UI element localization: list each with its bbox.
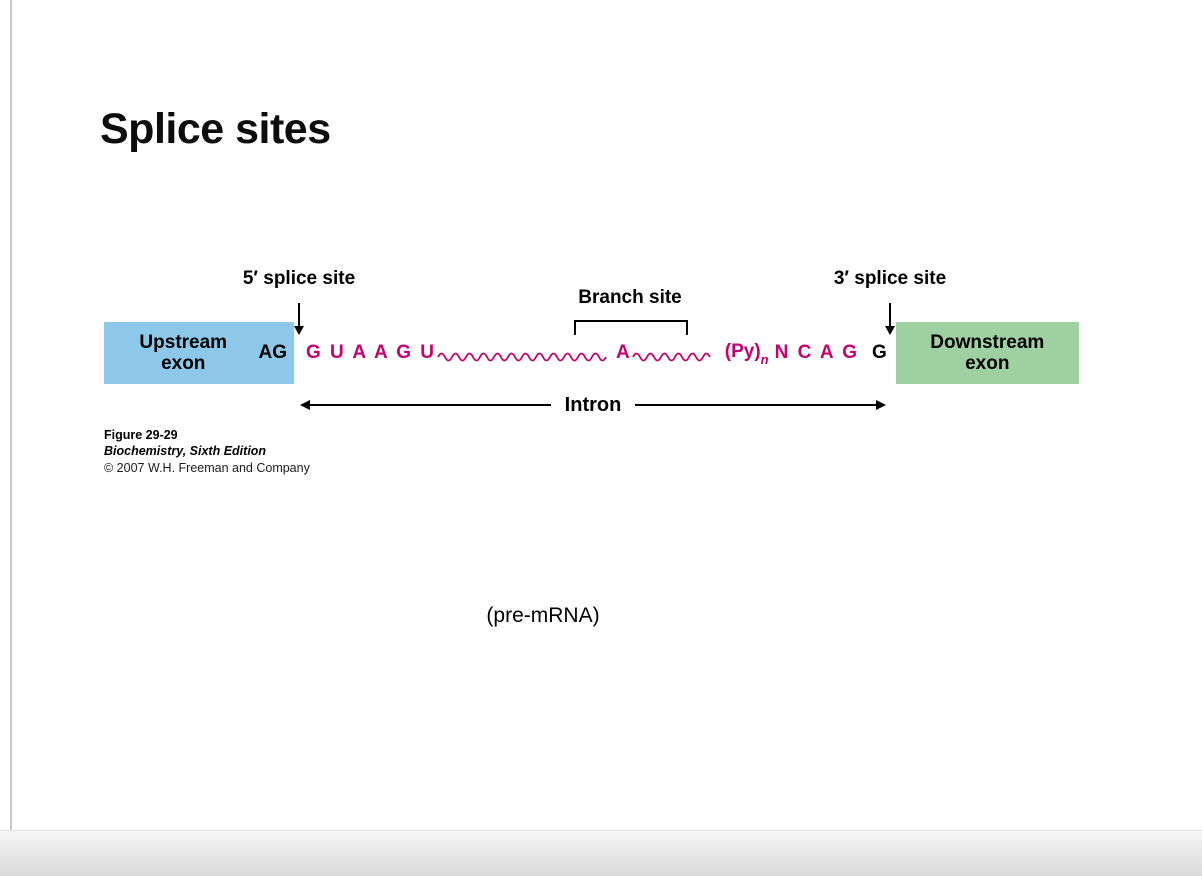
upstream-exon-label: Upstream exon	[139, 331, 228, 374]
downstream-exon-box: Downstream exon	[895, 322, 1079, 384]
intron-three-prime-sequence: N C A G	[774, 342, 859, 363]
arrow-head	[294, 326, 304, 335]
book-title: Biochemistry, Sixth Edition	[104, 444, 267, 459]
downstream-exon-label: Downstream exon	[930, 331, 1045, 374]
upstream-exon-box: Upstream exon AG	[104, 322, 294, 384]
intron-label: Intron	[564, 393, 622, 416]
intron-arrowhead-left	[300, 400, 310, 410]
figure-number: Figure 29-29	[104, 428, 178, 442]
figure-caption: Figure 29-29 Biochemistry, Sixth Edition…	[104, 427, 310, 476]
branch-site-label: Branch site	[578, 287, 682, 308]
py-subscript: n	[760, 351, 769, 367]
slide-left-edge	[10, 0, 12, 832]
arrow-stem	[888, 303, 892, 326]
intron-five-prime-sequence: G U A A G U	[306, 342, 437, 363]
intron-arrow-line	[310, 403, 551, 407]
page-title: Splice sites	[100, 105, 331, 153]
branch-point-a: A	[616, 342, 630, 363]
five-prime-arrow-icon	[294, 303, 304, 335]
slide-bottom-gutter	[0, 830, 1202, 876]
arrow-stem	[297, 303, 301, 326]
py-text: (Py)	[724, 341, 761, 363]
intron-span-arrow: Intron	[300, 394, 886, 416]
downstream-exon-start-sequence: G	[872, 342, 887, 363]
pre-mrna-label: (pre-mRNA)	[486, 604, 600, 627]
wavy-line-icon	[631, 352, 711, 361]
wavy-line-icon	[437, 352, 607, 361]
intron-arrowhead-right	[876, 400, 886, 410]
upstream-exon-end-sequence: AG	[258, 342, 288, 364]
three-prime-arrow-icon	[885, 303, 895, 335]
arrow-head	[885, 326, 895, 335]
copyright-line: © 2007 W.H. Freeman and Company	[104, 460, 310, 475]
polypyrimidine-tract: (Py)n	[724, 341, 769, 367]
five-prime-splice-site-label: 5′ splice site	[242, 268, 356, 289]
sequence-row: Upstream exon AG G U A A G U A (Py)n N C…	[104, 322, 1079, 384]
three-prime-splice-site-label: 3′ splice site	[833, 268, 947, 289]
intron-arrow-line	[635, 403, 876, 407]
branch-site-bracket-icon	[574, 320, 688, 335]
